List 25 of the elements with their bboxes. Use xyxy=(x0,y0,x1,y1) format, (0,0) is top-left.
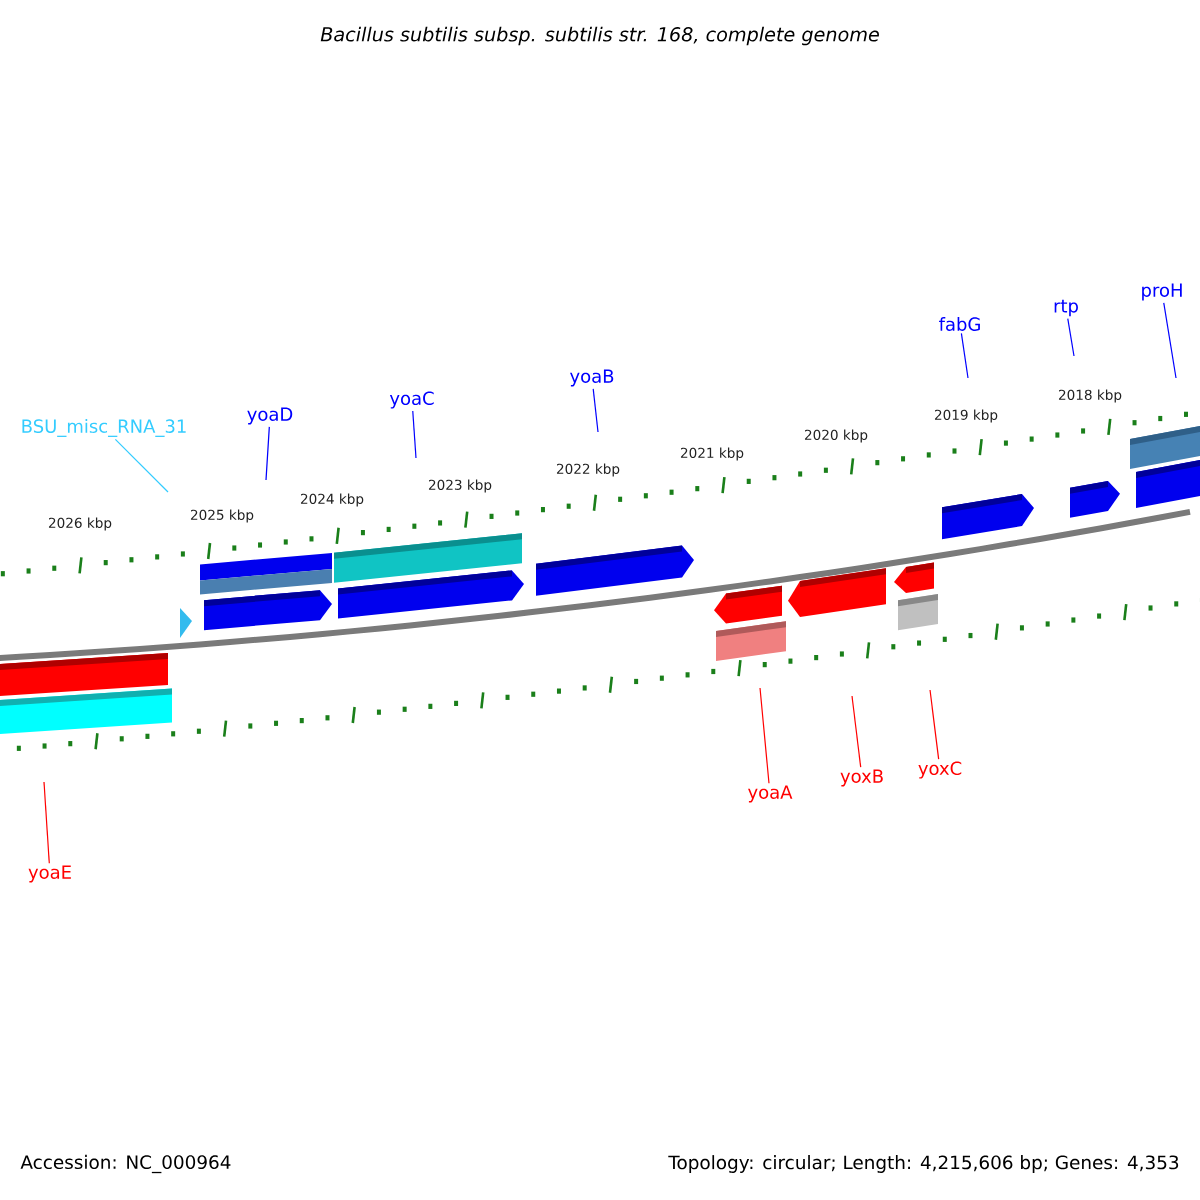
gene-label: yoxB xyxy=(840,769,883,787)
accession-text: Accession: NC_000964 xyxy=(20,1154,231,1174)
gene-label: BSU_misc_RNA_31 xyxy=(22,419,186,437)
gene-label: yoxC xyxy=(918,761,962,779)
leader-line xyxy=(412,410,417,459)
gene-label: yoaA xyxy=(748,785,793,803)
title: Bacillus subtilis subsp. subtilis str. 168, complete genome xyxy=(320,26,879,46)
gene-label: yoaB xyxy=(570,369,614,387)
gene-label: fabG xyxy=(939,317,980,331)
gene-label: yoaE xyxy=(28,865,71,883)
leader-line xyxy=(1163,302,1177,379)
gene-label: yoaD xyxy=(247,407,293,425)
leader-line xyxy=(759,687,770,784)
gene-label: rtp xyxy=(1054,299,1078,317)
leader-line xyxy=(960,332,969,379)
leader-line xyxy=(851,695,862,768)
gene-label: proH xyxy=(1142,283,1182,301)
leader-line xyxy=(929,689,940,760)
gene-label: yoaC xyxy=(389,391,434,409)
leader-line xyxy=(265,426,270,481)
leader-line xyxy=(114,438,169,493)
genome-info-text: Topology: circular; Length: 4,215,606 bp; Genes: 4,353 xyxy=(668,1155,1179,1173)
leader-line xyxy=(592,388,599,433)
leader-line xyxy=(43,781,50,864)
leader-line xyxy=(1067,318,1075,357)
